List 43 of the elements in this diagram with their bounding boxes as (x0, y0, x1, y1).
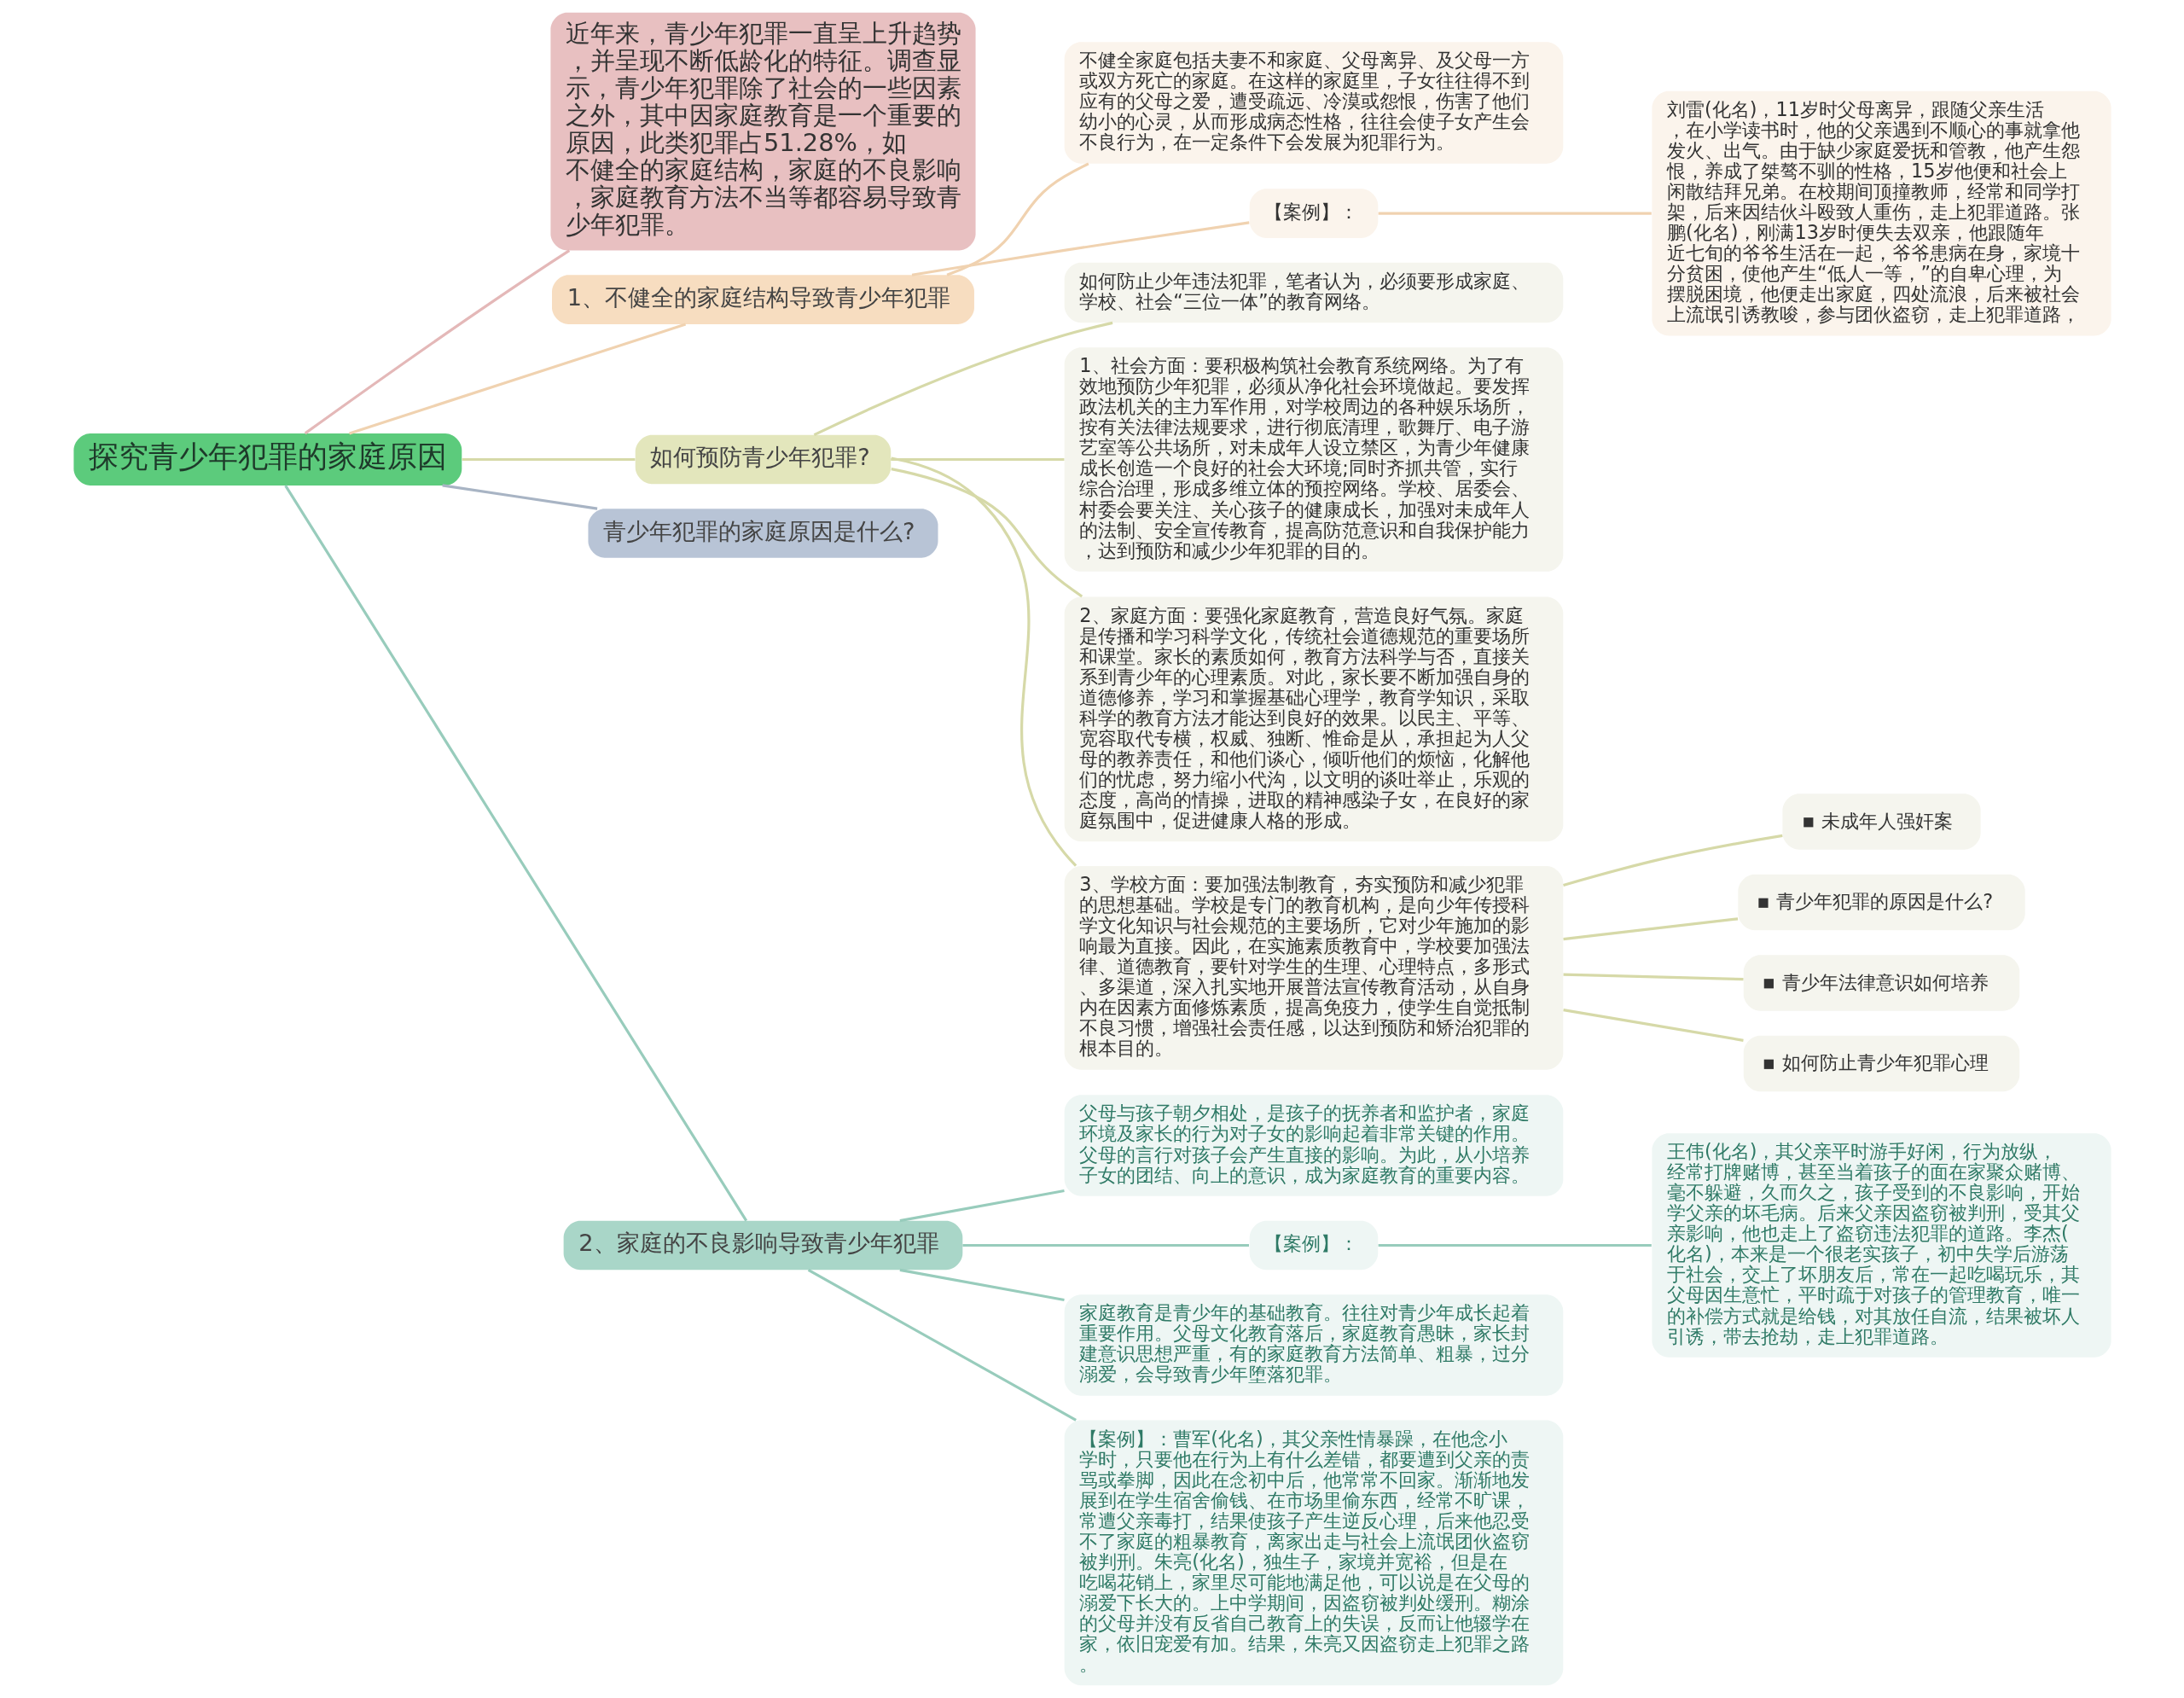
node-box: 【案例】： (1249, 189, 1378, 238)
connector (1563, 973, 1744, 981)
connector (890, 457, 1064, 462)
node-box: 3、学校方面：要加强法制教育，夯实预防和减少犯罪的思想基础。学校是专门的教育机构，是向少年传授科学文化知识与社会规范的主要场所，它对少年施加的影响最为直接。因此，在实施素质教育中，学校要加强法律、道德教育，要针对学生的生理、心理特点，多形式、多渠道，深入扎实地开展普法宣传教育活动，从自身内在因素方面修炼素质，提高免疫力，使学生自觉抵制不良习惯，增强社会责任感，以达到预防和矫治犯罪的根本目的。 (1064, 866, 1563, 1070)
node-box: 【案例】：曹军(化名)，其父亲性情暴躁，在他念小学时，只要他在行为上有什么差错，都要遭到父亲的责骂或拳脚，因此在念初中后，他常常不回家。渐渐地发展到在学生宿舍偷钱、在市场里偷东西，经常不旷课，常遭父亲毒打，结果使孩子产生逆反心理，后来他忍受不了家庭的粗暴教育，离家出走与社会上流氓团伙盗窃被判刑。朱亮(化名)，独生子，家境并宽裕，但是在吃喝花销上，家里尽可能地满足他，可以说是在父母的溺爱下长大的。上中学期间，因盗窃被判处缓刑。糊涂的父母并没有反省自己教育上的失误，反而让他辍学在家，依旧宠爱有加。结果，朱亮又因盗窃走上犯罪之路。 (1064, 1420, 1563, 1686)
connector (813, 321, 1112, 437)
connector (899, 1268, 1065, 1302)
node-box: 1、不健全的家庭结构导致青少年犯罪 (551, 275, 974, 324)
connector (899, 1189, 1065, 1223)
connector (283, 485, 747, 1222)
node-box: 如何防止青少年犯罪心理 (1743, 1035, 2019, 1092)
node-box: 青少年犯罪的家庭原因是什么? (587, 509, 938, 558)
connector (891, 456, 1077, 867)
node-box: 如何预防青少年犯罪? (635, 434, 891, 485)
connector (1378, 1243, 1652, 1247)
node-box: 2、家庭的不良影响导致青少年犯罪 (563, 1220, 962, 1271)
node-box: 青少年犯罪的原因是什么? (1737, 874, 2025, 931)
connector (946, 162, 1089, 276)
node-box: 不健全家庭包括夫妻不和家庭、父母离异、及父母一方或双方死亡的家庭。在这样的家庭里，子女往往得不到应有的父母之爱，遭受疏远、冷漠或怨恨，伤害了他们幼小的心灵，从而形成病态性格，往往会使子女产生会不良行为，在一定条件下会发展为犯罪行为。 (1064, 42, 1563, 164)
connector (348, 323, 686, 435)
connector (1562, 834, 1783, 887)
connector (441, 484, 597, 510)
node-box: 父母与孩子朝夕相处，是孩子的抚养者和监护者，家庭环境及家长的行为对子女的影响起着非常关键的作用。父母的言行对孩子会产生直接的影响。为此，从小培养子女的团结、向上的意识，成为家庭教育的重要内容。 (1064, 1095, 1563, 1196)
connector (890, 468, 1083, 598)
connector (807, 1269, 1077, 1422)
node-box: 刘雷(化名)，11岁时父母离异，跟随父亲生活，在小学读书时，他的父亲遇到不顺心的事就拿他发火、出气。由于缺少家庭爱抚和管教，他产生怨恨，养成了桀骜不驯的性格，15岁他便和社会上闲散结拜兄弟。在校期间顶撞教师，经常和同学打架，后来因结伙斗殴致人重伤，走上犯罪道路。张鹏(化名)，刚满13岁时便失去双亲，他跟随年近七旬的爷爷生活在一起，爷爷患病在身，家境十分贫困，使他产生“低人一等，”的自卑心理，为摆脱困境，他便走出家庭，四处流浪，后来被社会上流氓引诱教唆，参与团伙盗窃，走上犯罪道路， (1651, 90, 2111, 336)
connector (1378, 212, 1652, 215)
node-box: 如何防止少年违法犯罪，笔者认为，必须要形成家庭、学校、社会“三位一体”的教育网络。 (1064, 262, 1563, 323)
node-box: 家庭教育是青少年的基础教育。往往对青少年成长起着重要作用。父母文化教育落后，家庭教育愚昧，家长封建意识思想严重，有的家庭教育方法简单、粗暴，过分溺爱，会导致青少年堕落犯罪。 (1064, 1294, 1563, 1396)
node-box: 【案例】： (1249, 1220, 1378, 1271)
connector (1562, 1009, 1744, 1042)
connector (911, 221, 1249, 276)
connector (304, 249, 570, 435)
node-box: 探究青少年犯罪的家庭原因 (73, 433, 462, 486)
node-box: 青少年法律意识如何培养 (1743, 955, 2019, 1011)
node-box: 2、家庭方面：要强化家庭教育，营造良好气氛。家庭是传播和学习科学文化，传统社会道德规范的重要场所和课堂。家长的素质如何，教育方法科学与否，直接关系到青少年的心理素质。对此，家长要不断加强自身的道德修养，学习和掌握基础心理学，教育学知识，采取科学的教育方法才能达到良好的效果。以民主、平等、宽容取代专横，权威、独断、惟命是从，承担起为人父母的教养责任，和他们谈心，倾听他们的烦恼，化解他们的忧虑，努力缩小代沟，以文明的谈吐举止，乐观的态度，高尚的情操，进取的精神感染子女，在良好的家庭氛围中，促进健康人格的形成。 (1064, 596, 1563, 842)
node-box: 未成年人强奸案 (1781, 794, 1981, 850)
connector (462, 457, 635, 462)
node-box: 近年来，青少年犯罪一直呈上升趋势，并呈现不断低龄化的特征。调查显示，青少年犯罪除了社会的一些因素之外，其中因家庭教育是一个重要的原因，此类犯罪占51.28%，如不健全的家庭结构，家庭的不良影响，家庭教育方法不当等都容易导致青少年犯罪。 (549, 12, 976, 251)
connector (961, 1243, 1249, 1247)
node-box: 王伟(化名)，其父亲平时游手好闲，行为放纵，经常打牌赌博，甚至当着孩子的面在家聚众赌博、毫不躲避，久而久之，孩子受到的不良影响，开始学父亲的坏毛病。后来父亲因盗窃被判刑，受其父亲影响，他也走上了盗窃违法犯罪的道路。李杰(化名)，本来是一个很老实孩子，初中失学后游荡于社会，交上了坏朋友后，常在一起吃喝玩乐，其父母因生意忙，平时疏于对孩子的管理教育，唯一的补偿方式就是给钱，对其放任自流，结果被坏人引诱，带去抢劫，走上犯罪道路。 (1651, 1133, 2111, 1358)
node-box: 1、社会方面：要积极构筑社会教育系统网络。为了有效地预防少年犯罪，必须从净化社会环境做起。要发挥政法机关的主力军作用，对学校周边的各种娱乐场所，按有关法律法规要求，进行彻底清理，歌舞厅、电子游艺室等公共场所，对未成年人设立禁区，为青少年健康成长创造一个良好的社会大环境;同时齐抓共管，实行综合治理，形成多维立体的预控网络。学校、居委会、村委会要关注、关心孩子的健康成长，加强对未成年人的法制、安全宣传教育，提高防范意识和自我保护能力，达到预防和减少少年犯罪的目的。 (1064, 347, 1563, 572)
connector (1562, 917, 1738, 941)
